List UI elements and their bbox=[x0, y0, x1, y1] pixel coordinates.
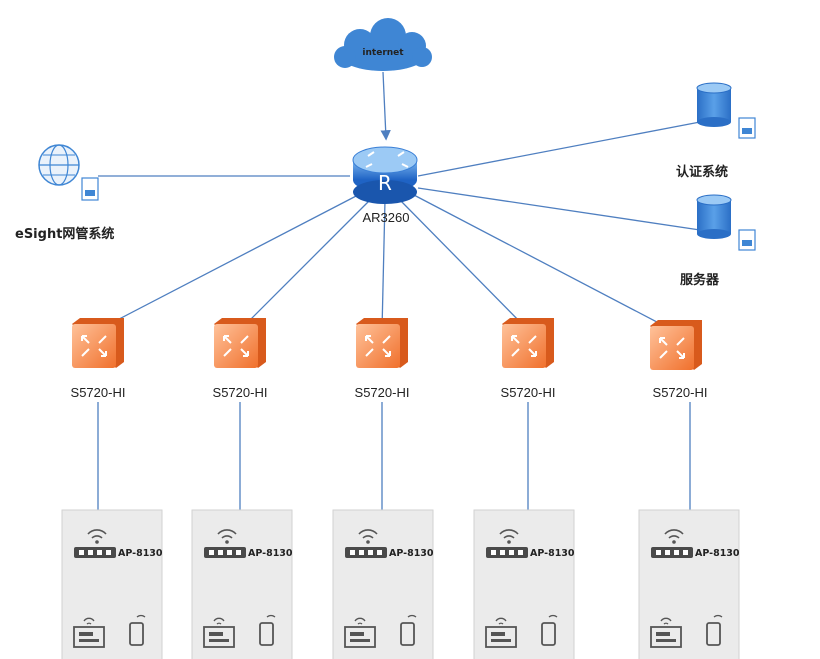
switch-icon bbox=[356, 318, 408, 368]
terminal-pc-icon bbox=[650, 617, 682, 648]
ap-panels-group: AP-8130 AP-8130 AP-8130 AP-8130 AP-8130 bbox=[61, 509, 740, 659]
switch-label: S5720-HI bbox=[355, 385, 410, 400]
auth-node: 认证系统 bbox=[676, 82, 756, 180]
access-point-icon bbox=[486, 547, 528, 558]
link-router-server bbox=[417, 187, 701, 231]
server-node: 服务器 bbox=[680, 194, 756, 288]
terminal-pc-icon bbox=[203, 617, 235, 648]
switch-icon bbox=[214, 318, 266, 368]
globe-server-icon bbox=[38, 144, 99, 201]
database-server-icon bbox=[696, 194, 756, 251]
router-icon: R bbox=[352, 146, 418, 204]
link-router-switch-5 bbox=[411, 193, 677, 333]
switch-node: S5720-HI bbox=[650, 320, 707, 400]
router-glyph: R bbox=[378, 171, 392, 195]
database-server-icon bbox=[696, 82, 756, 139]
access-point-icon bbox=[204, 547, 246, 558]
wifi-icon bbox=[664, 529, 684, 544]
switch-icon bbox=[72, 318, 124, 368]
switch-label: S5720-HI bbox=[71, 385, 126, 400]
access-point-icon bbox=[651, 547, 693, 558]
ap-panel: AP-8130 bbox=[473, 509, 575, 659]
links bbox=[97, 71, 701, 510]
ap-label: AP-8130 bbox=[248, 548, 293, 559]
mobile-phone-icon bbox=[259, 614, 276, 646]
auth-label: 认证系统 bbox=[676, 164, 728, 180]
ap-panel: AP-8130 bbox=[332, 509, 434, 659]
switch-icon bbox=[650, 320, 702, 370]
cloud-icon bbox=[334, 18, 432, 71]
link-router-switch-1 bbox=[97, 193, 361, 331]
switch-label: S5720-HI bbox=[501, 385, 556, 400]
ap-label: AP-8130 bbox=[389, 548, 434, 559]
mobile-phone-icon bbox=[129, 614, 146, 646]
link-router-switch-4 bbox=[397, 197, 529, 331]
link-router-switch-3 bbox=[381, 199, 386, 331]
switch-node: S5720-HI bbox=[501, 318, 556, 400]
mobile-phone-icon bbox=[541, 614, 558, 646]
switch-node: S5720-HI bbox=[355, 318, 410, 400]
terminal-pc-icon bbox=[485, 617, 517, 648]
access-point-icon bbox=[74, 547, 116, 558]
internet-cloud: internet bbox=[334, 18, 432, 71]
management-node: eSight网管系统 bbox=[15, 144, 114, 242]
switches-group: S5720-HI S5720-HI S5720-HI S5720-HI S5720-HI bbox=[71, 318, 707, 400]
terminal-pc-icon bbox=[73, 617, 105, 648]
mobile-phone-icon bbox=[706, 614, 723, 646]
wifi-icon bbox=[87, 529, 107, 544]
switch-node: S5720-HI bbox=[213, 318, 268, 400]
ap-panel: AP-8130 bbox=[191, 509, 293, 659]
internet-label: internet bbox=[362, 48, 404, 58]
mobile-phone-icon bbox=[400, 614, 417, 646]
link-router-auth bbox=[417, 121, 701, 177]
link-router-switch-2 bbox=[239, 197, 373, 331]
access-point-icon bbox=[345, 547, 387, 558]
server-label: 服务器 bbox=[680, 272, 720, 288]
router-label: AR3260 bbox=[363, 210, 410, 225]
management-label: eSight网管系统 bbox=[15, 226, 114, 242]
ap-panel: AP-8130 bbox=[638, 509, 740, 659]
terminal-pc-icon bbox=[344, 617, 376, 648]
switch-label: S5720-HI bbox=[213, 385, 268, 400]
wifi-icon bbox=[499, 529, 519, 544]
ap-label: AP-8130 bbox=[695, 548, 740, 559]
router-node: R AR3260 bbox=[352, 146, 418, 225]
ap-label: AP-8130 bbox=[118, 548, 163, 559]
ap-label: AP-8130 bbox=[530, 548, 575, 559]
switch-node: S5720-HI bbox=[71, 318, 126, 400]
ap-panel: AP-8130 bbox=[61, 509, 163, 659]
switch-icon bbox=[502, 318, 554, 368]
wifi-icon bbox=[358, 529, 378, 544]
link-internet-router bbox=[380, 71, 391, 141]
wifi-icon bbox=[217, 529, 237, 544]
switch-label: S5720-HI bbox=[653, 385, 708, 400]
